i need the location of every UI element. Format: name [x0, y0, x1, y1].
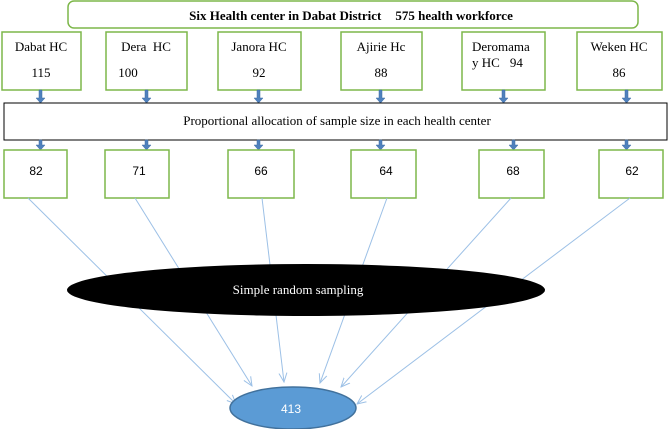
sample-value: 71 [132, 164, 146, 178]
hc-name-line1: Deromama [472, 39, 530, 54]
hc-count: 92 [253, 65, 266, 80]
arrow-down-icon [375, 139, 386, 151]
sample-value: 62 [625, 164, 639, 178]
total-sample-value: 413 [281, 402, 301, 416]
health-center-box-dabat: Dabat HC 115 [1, 31, 82, 91]
arrow-down-icon [141, 89, 152, 104]
sample-box-weken: 62 [598, 149, 664, 199]
total-sample-ellipse [229, 386, 357, 429]
health-center-box-janora: Janora HC 92 [217, 31, 302, 91]
hc-name: Dabat HC [15, 39, 67, 54]
sample-value: 68 [506, 164, 520, 178]
arrow-down-icon [498, 89, 509, 104]
allocation-label: Proportional allocation of sample size i… [183, 113, 491, 128]
hc-count: 100 [118, 65, 138, 80]
header-title: Six Health center in Dabat District 575 h… [189, 8, 513, 23]
sampling-label: Simple random sampling [233, 282, 364, 297]
sample-box-janora: 66 [227, 149, 295, 199]
arrow-down-icon [508, 139, 519, 151]
sample-value: 66 [254, 164, 268, 178]
hc-count: 88 [375, 65, 388, 80]
health-center-box-dera: Dera HC 100 [105, 31, 188, 91]
health-center-box-ajirie: Ajirie Hc 88 [340, 31, 423, 91]
arrow-down-icon [253, 89, 264, 104]
hc-name: Janora HC [231, 39, 286, 54]
header-title-text: Six Health center in Dabat District [189, 8, 382, 23]
hc-name: Dera HC [121, 39, 171, 54]
sampling-ellipse [67, 264, 545, 316]
down-arrows-row2 [35, 139, 632, 151]
sample-box-ajirie: 64 [350, 149, 417, 199]
arrow-down-icon [141, 139, 152, 151]
arrow-down-icon [253, 139, 264, 151]
arrow-down-icon [621, 89, 632, 104]
health-center-box-weken: Weken HC 86 [576, 31, 663, 91]
down-arrows-row1 [35, 89, 632, 104]
sample-box-deromamay: 68 [478, 149, 545, 199]
arrow-down-icon [375, 89, 386, 104]
hc-count: 94 [510, 55, 524, 70]
hc-name: Ajirie Hc [357, 39, 406, 54]
hc-count: 115 [31, 65, 50, 80]
sample-box-dabat: 82 [3, 149, 68, 199]
header-workforce-text: 575 health workforce [395, 8, 513, 23]
sample-value: 82 [29, 164, 43, 178]
arrow-down-icon [35, 89, 46, 104]
arrow-down-icon [621, 139, 632, 151]
sample-value: 64 [379, 164, 393, 178]
hc-name: Weken HC [590, 39, 647, 54]
arrow-down-icon [35, 139, 46, 151]
sample-box-dera: 71 [104, 149, 170, 199]
hc-count: 86 [613, 65, 627, 80]
header-box [67, 0, 639, 29]
allocation-box [3, 102, 668, 141]
